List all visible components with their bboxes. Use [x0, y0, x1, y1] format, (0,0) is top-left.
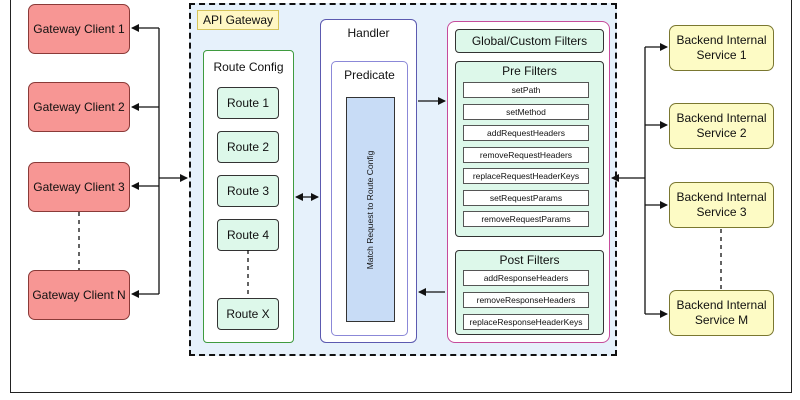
route-x: Route X [217, 298, 279, 330]
post-filters-title: Post Filters [499, 253, 560, 267]
route-4: Route 4 [217, 219, 279, 251]
filter-replace-request-header-keys: replaceRequestHeaderKeys [463, 168, 589, 184]
handler-title: Handler [347, 26, 390, 40]
backend-service-2: Backend Internal Service 2 [669, 103, 774, 149]
route-3: Route 3 [217, 175, 279, 207]
filter-add-response-headers: addResponseHeaders [463, 270, 589, 286]
backend-service-3: Backend Internal Service 3 [669, 182, 774, 228]
gateway-client-3: Gateway Client 3 [28, 162, 130, 212]
pre-filters-title: Pre Filters [502, 64, 557, 78]
filter-set-request-params: setRequestParams [463, 190, 589, 206]
gateway-client-1: Gateway Client 1 [28, 4, 130, 54]
route-1: Route 1 [217, 87, 279, 119]
api-gateway-label: API Gateway [197, 10, 279, 30]
backend-service-1: Backend Internal Service 1 [669, 25, 774, 71]
filter-set-path: setPath [463, 82, 589, 98]
filter-replace-response-header-keys: replaceResponseHeaderKeys [463, 314, 589, 330]
gateway-client-n: Gateway Client N [28, 270, 130, 320]
filter-remove-response-headers: removeResponseHeaders [463, 292, 589, 308]
gateway-client-2: Gateway Client 2 [28, 82, 130, 132]
filter-add-request-headers: addRequestHeaders [463, 125, 589, 141]
filter-set-method: setMethod [463, 104, 589, 120]
predicate-title: Predicate [344, 68, 395, 82]
filter-remove-request-headers: removeRequestHeaders [463, 147, 589, 163]
filter-remove-request-params: removeRequestParams [463, 211, 589, 227]
route-config-title: Route Config [213, 60, 284, 74]
route-2: Route 2 [217, 131, 279, 163]
match-request-box [346, 97, 395, 322]
global-custom-filters: Global/Custom Filters [455, 29, 604, 53]
diagram-frame [10, 0, 792, 393]
backend-service-m: Backend Internal Service M [669, 290, 774, 336]
